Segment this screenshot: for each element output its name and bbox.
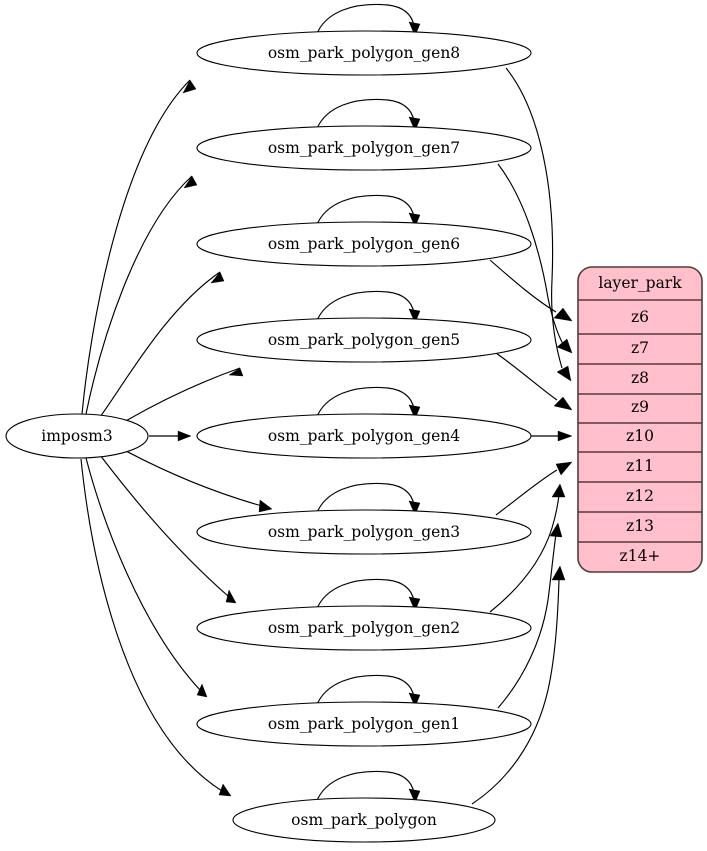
self-loop-gen8 — [315, 3, 421, 37]
edge-polygon-to-z14plus — [471, 565, 566, 805]
node-label-gen4: osm_park_polygon_gen4 — [268, 427, 460, 445]
node-osm_park_polygon_gen5[interactable]: osm_park_polygon_gen5 — [196, 317, 532, 363]
table-row-z11[interactable]: z11 — [626, 457, 654, 475]
table-node-layer-park[interactable]: layer_park z6 z7 z8 z9 z10 z11 z12 z13 z… — [577, 266, 703, 573]
table-row-z6[interactable]: z6 — [631, 308, 649, 326]
edge-imposm3-to-gen6 — [99, 271, 225, 418]
node-label-gen5: osm_park_polygon_gen5 — [268, 331, 460, 349]
self-loop-gen3 — [315, 482, 421, 516]
node-label-gen1: osm_park_polygon_gen1 — [268, 715, 460, 733]
edge-group-self-loops — [315, 3, 421, 804]
node-osm_park_polygon_gen2[interactable]: osm_park_polygon_gen2 — [196, 605, 532, 651]
edge-gen6-to-z6 — [489, 259, 573, 322]
edge-gen1-to-z13 — [497, 522, 563, 709]
edge-imposm3-to-gen2 — [99, 454, 237, 604]
self-loop-gen7 — [315, 98, 421, 132]
node-osm_park_polygon_gen3[interactable]: osm_park_polygon_gen3 — [196, 509, 532, 555]
table-row-z8[interactable]: z8 — [631, 369, 649, 387]
edge-imposm3-to-gen3 — [123, 449, 273, 513]
edge-imposm3-to-gen7 — [85, 175, 198, 415]
table-row-z13[interactable]: z13 — [626, 517, 654, 535]
edge-group-nodes-to-table — [471, 67, 573, 805]
edge-gen4-to-z10 — [531, 430, 573, 442]
edge-gen3-to-z11 — [495, 461, 573, 516]
table-row-z12[interactable]: z12 — [626, 487, 654, 505]
node-label-gen3: osm_park_polygon_gen3 — [268, 523, 460, 541]
edge-imposm3-to-polygon — [80, 458, 232, 797]
self-loop-gen5 — [315, 290, 421, 324]
table-row-z10[interactable]: z10 — [626, 427, 654, 445]
self-loop-gen4 — [315, 386, 421, 420]
node-label-polygon: osm_park_polygon — [291, 811, 437, 829]
edge-gen2-to-z12 — [489, 483, 566, 613]
node-osm_park_polygon_gen7[interactable]: osm_park_polygon_gen7 — [196, 125, 532, 171]
self-loop-polygon — [315, 770, 421, 804]
table-row-z14plus[interactable]: z14+ — [620, 547, 661, 565]
node-imposm3[interactable]: imposm3 — [5, 413, 149, 459]
node-label-gen6: osm_park_polygon_gen6 — [268, 235, 460, 253]
node-label-gen8: osm_park_polygon_gen8 — [268, 44, 460, 62]
node-osm_park_polygon_gen1[interactable]: osm_park_polygon_gen1 — [196, 701, 532, 747]
node-osm_park_polygon_gen6[interactable]: osm_park_polygon_gen6 — [196, 221, 532, 267]
edge-imposm3-to-gen8 — [81, 79, 197, 415]
self-loop-gen1 — [315, 674, 421, 708]
node-label-gen2: osm_park_polygon_gen2 — [268, 619, 460, 637]
node-imposm3-label: imposm3 — [41, 427, 112, 445]
node-label-gen7: osm_park_polygon_gen7 — [268, 139, 460, 157]
self-loop-gen2 — [315, 578, 421, 612]
table-header-layer-park: layer_park — [598, 274, 682, 292]
edge-imposm3-to-gen5 — [123, 367, 244, 423]
self-loop-gen6 — [315, 194, 421, 228]
edge-group-source-to-nodes — [80, 79, 273, 797]
node-osm_park_polygon_gen4[interactable]: osm_park_polygon_gen4 — [196, 413, 532, 459]
node-osm_park_polygon[interactable]: osm_park_polygon — [232, 797, 496, 843]
edge-gen5-to-z9 — [495, 352, 573, 411]
table-row-z9[interactable]: z9 — [631, 398, 649, 416]
edge-gen7-to-z7 — [497, 163, 573, 354]
edge-imposm3-to-gen4 — [149, 430, 192, 442]
edge-imposm3-to-gen1 — [85, 457, 208, 698]
table-row-z7[interactable]: z7 — [631, 339, 649, 357]
edge-gen8-to-z8 — [505, 67, 572, 382]
node-osm_park_polygon_gen8[interactable]: osm_park_polygon_gen8 — [196, 30, 532, 76]
